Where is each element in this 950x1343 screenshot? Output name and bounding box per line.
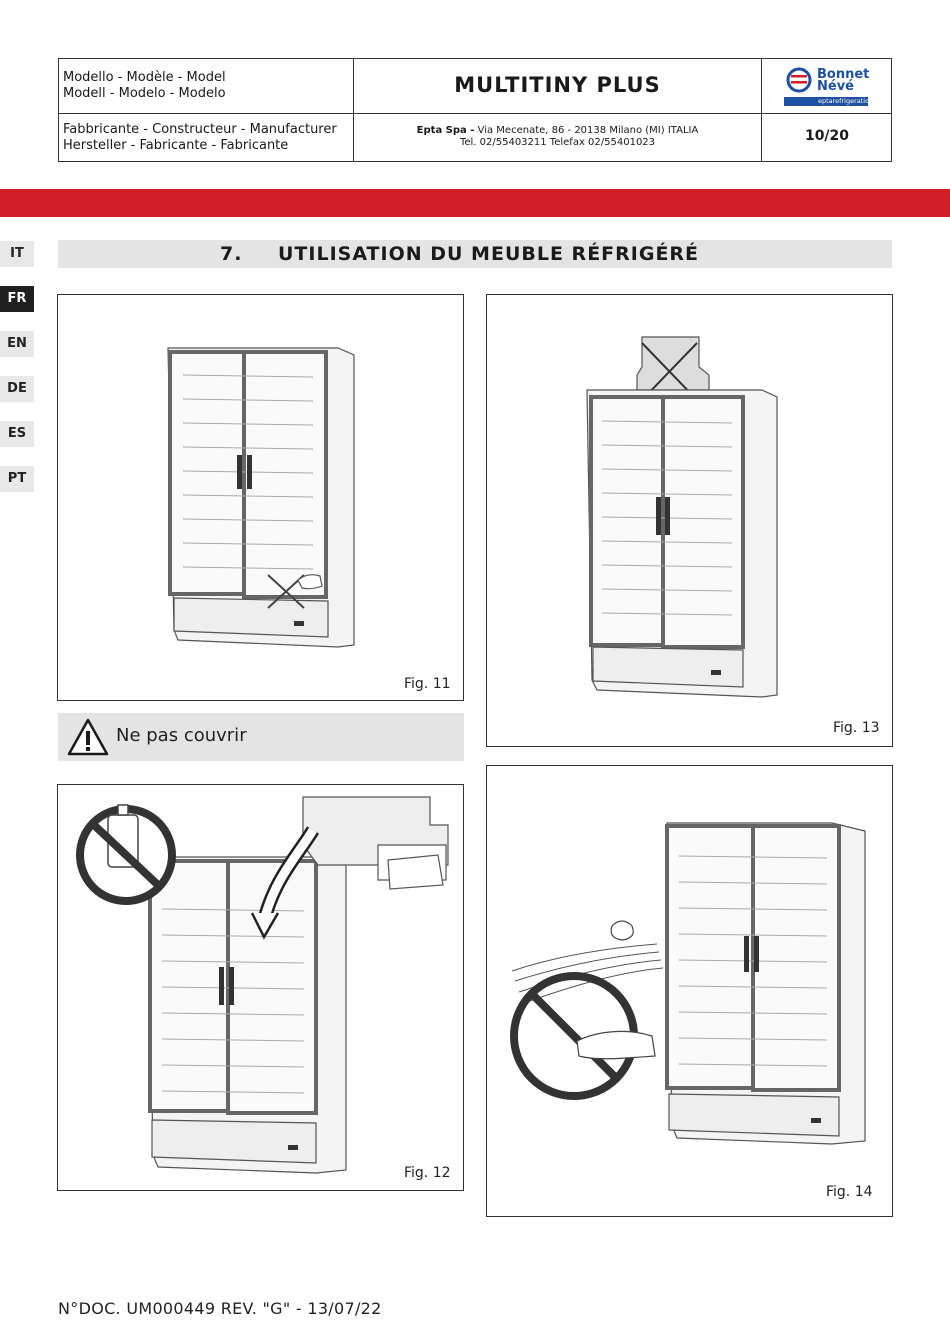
fig-11-caption: Fig. 11 — [404, 676, 451, 692]
figure-12 — [57, 784, 464, 1191]
page-number: 10/20 — [804, 128, 850, 144]
warning-triangle-icon — [67, 718, 109, 756]
figure-13 — [486, 294, 893, 747]
fig-13-caption: Fig. 13 — [833, 720, 880, 736]
header-table: Modello - Modèle - Model Modell - Modelo… — [58, 58, 892, 162]
lang-tab-es[interactable]: ES — [0, 421, 34, 447]
refrigerator-no-chemicals-illustration-icon — [76, 796, 449, 1174]
figure-11 — [57, 294, 464, 701]
document-reference: N°DOC. UM000449 REV. "G" - 13/07/22 — [58, 1299, 382, 1318]
section-number: 7. — [220, 243, 243, 265]
manufacturer-label-line1: Fabbricante - Constructeur - Manufacture… — [63, 122, 337, 137]
figure-14 — [486, 765, 893, 1217]
warning-text: Ne pas couvrir — [116, 725, 247, 746]
fig-12-caption: Fig. 12 — [404, 1165, 451, 1181]
logo-sub: eptarefrigeration — [818, 97, 874, 105]
company-phone: Tel. 02/55403211 Telefax 02/55401023 — [459, 137, 656, 148]
bonnet-neve-logo-icon — [784, 67, 868, 106]
manufacturer-label: Fabbricante - Constructeur - Manufacture… — [63, 122, 351, 154]
brand-logo: Bonnet Névé eptarefrigeration — [762, 63, 892, 111]
refrigerator-no-water-illustration-icon — [510, 822, 866, 1145]
logo-line1: Bonnet — [817, 67, 870, 82]
lang-tab-it[interactable]: IT — [0, 241, 34, 267]
warning-box: Ne pas couvrir — [58, 713, 464, 761]
company-info: Epta Spa - Via Mecenate, 86 - 20138 Mila… — [354, 125, 761, 149]
section-heading: 7. UTILISATION DU MEUBLE RÉFRIGÉRÉ — [58, 240, 892, 268]
product-title: MULTITINY PLUS — [454, 73, 661, 97]
lang-tab-en[interactable]: EN — [0, 331, 34, 357]
section-title: UTILISATION DU MEUBLE RÉFRIGÉRÉ — [278, 243, 700, 265]
lang-tab-pt[interactable]: PT — [0, 466, 34, 492]
manufacturer-label-line2: Hersteller - Fabricante - Fabricante — [63, 138, 289, 153]
model-label-line2: Modell - Modelo - Modelo — [63, 86, 226, 101]
model-label: Modello - Modèle - Model Modell - Modelo… — [63, 70, 351, 102]
company-address: Via Mecenate, 86 - 20138 Milano (MI) ITA… — [474, 125, 699, 136]
model-label-line1: Modello - Modèle - Model — [63, 70, 226, 85]
lang-tab-fr[interactable]: FR — [0, 286, 34, 312]
accent-bar — [0, 189, 950, 217]
refrigerator-illustration-icon — [167, 347, 355, 648]
company-name: Epta Spa - — [416, 125, 475, 136]
fig-14-caption: Fig. 14 — [826, 1184, 873, 1200]
refrigerator-top-illustration-icon — [586, 336, 778, 698]
logo-line2: Névé — [817, 79, 854, 94]
lang-tab-de[interactable]: DE — [0, 376, 34, 402]
